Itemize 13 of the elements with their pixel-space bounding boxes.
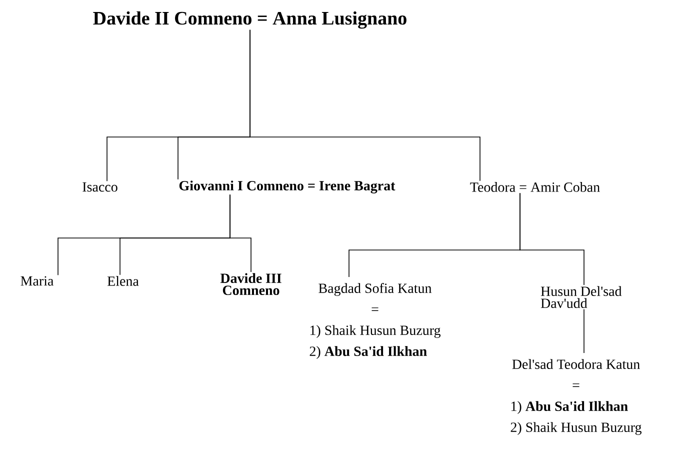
person-name: Maria xyxy=(20,276,54,286)
tree-connector xyxy=(520,192,584,286)
person-name: Teodora = Amir Coban xyxy=(470,182,600,192)
person-name: Davide II Comneno = Anna Lusignano xyxy=(93,11,406,29)
person-name: Davide III Comneno xyxy=(220,273,282,296)
tree-connector xyxy=(230,194,252,272)
tree-connector xyxy=(250,29,480,182)
person-name: Elena xyxy=(107,276,139,286)
person-name: Giovanni I Comneno = Irene Bagrat xyxy=(179,180,396,194)
person-name: Husun Del'sad Dav'udd xyxy=(540,286,622,308)
person-name: Bagdad Sofia Katun = 1) Shaik Husun Buzurg 2) Abu Sa'id Ilkhan xyxy=(310,283,441,359)
person-name: Del'sad Teodora Katun = 1) Abu Sa'id Ilkhan 2) Shaik Husun Buzurg xyxy=(510,359,642,435)
person-name: Isacco xyxy=(82,182,118,192)
